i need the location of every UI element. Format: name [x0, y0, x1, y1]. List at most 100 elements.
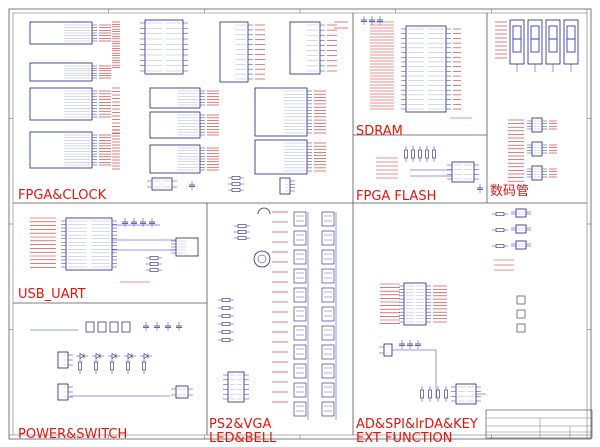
resistor: [231, 176, 241, 180]
resistor: [126, 361, 130, 371]
resistor: [428, 389, 432, 399]
segment: [566, 38, 576, 53]
clock-oscillator: [151, 177, 173, 191]
segment-driver: [531, 141, 543, 157]
resistor: [231, 182, 241, 186]
section-label-sdram: SDRAM: [356, 124, 403, 139]
resistor: [149, 268, 159, 272]
resistor: [221, 298, 231, 302]
segment: [566, 25, 576, 40]
segment-driver: [531, 117, 543, 133]
fpga-bank-2: [29, 87, 93, 121]
push-key: [515, 240, 527, 250]
segment: [512, 25, 522, 40]
led-array: [321, 344, 335, 360]
led-array: [293, 382, 307, 398]
push-key: [515, 224, 527, 234]
resistor: [237, 230, 247, 234]
reset-button: [383, 343, 393, 357]
regulator: [121, 321, 131, 333]
border-outer: [8, 8, 592, 440]
led-array: [321, 230, 335, 246]
title-block-border: [485, 409, 593, 439]
resistor: [237, 236, 247, 240]
section-label-ad-spi-irda-key: AD&SPI&IrDA&KEY: [356, 417, 478, 432]
resistor: [495, 228, 505, 232]
resistor: [221, 338, 231, 342]
power-jack: [57, 351, 69, 369]
resistor: [149, 262, 159, 266]
vga-connector: [227, 371, 245, 403]
sheet-frame: [8, 8, 592, 440]
ps2-vga-led-bell-schematic: [218, 207, 337, 420]
section-label-fpga-flash: FPGA FLASH: [356, 189, 437, 204]
resistor: [221, 306, 231, 310]
led-array: [293, 211, 307, 227]
push-key: [515, 208, 527, 218]
sdram-chip: [405, 25, 447, 113]
led-array: [293, 287, 307, 303]
fpga-bank-5: [149, 87, 201, 109]
led-array: [293, 325, 307, 341]
seven-segment-digit: [509, 19, 525, 65]
seven-segment-digit: [563, 19, 579, 65]
resistor: [221, 330, 231, 334]
fpga-bank-3: [29, 131, 93, 169]
regulator: [97, 321, 107, 333]
power-switch: [57, 383, 69, 401]
segment: [530, 38, 540, 53]
config-header: [279, 177, 291, 195]
segment: [512, 38, 522, 53]
flash-chip: [451, 161, 475, 183]
buzzer: [257, 207, 271, 215]
fpga-bank-1: [29, 62, 93, 82]
header: [516, 323, 526, 333]
resistor: [425, 149, 429, 159]
section-label-usb-uart: USB_UART: [18, 287, 86, 302]
resistor: [237, 224, 247, 228]
power-led: [143, 352, 149, 360]
segment: [530, 25, 540, 40]
seven-segment-digit: [527, 19, 543, 65]
segment-driver: [531, 165, 543, 181]
led-array: [321, 325, 335, 341]
led-array: [321, 401, 335, 417]
led-array: [293, 401, 307, 417]
ad-spi-irda-key-schematic: [379, 208, 531, 405]
led-array: [293, 268, 307, 284]
power-led: [127, 352, 133, 360]
fpga-bank-11: [254, 139, 308, 175]
power-led: [111, 352, 117, 360]
resistor: [411, 149, 415, 159]
resistor: [432, 149, 436, 159]
fuse: [175, 385, 189, 399]
led-array: [321, 211, 335, 227]
section-dividers: [13, 13, 587, 435]
fpga-bank-8: [219, 21, 249, 83]
regulator: [85, 321, 95, 333]
sdram-schematic: [361, 16, 472, 119]
resistor: [94, 361, 98, 371]
resistor: [495, 212, 505, 216]
led-array: [293, 249, 307, 265]
seven-segment-schematic: [495, 19, 579, 182]
ps2-connector: [257, 254, 267, 264]
header: [516, 295, 526, 305]
led-array: [321, 363, 335, 379]
resistor: [444, 389, 448, 399]
fpga-bank-9: [289, 21, 321, 75]
fpga-bank-10: [254, 87, 308, 137]
regulator: [109, 321, 119, 333]
power-switch-schematic: [30, 321, 193, 401]
resistor: [149, 256, 159, 260]
resistor: [420, 389, 424, 399]
border-inner: [12, 12, 588, 436]
section-label-ps2-vga: PS2&VGA: [209, 417, 272, 432]
section-label-power-switch: POWER&SWITCH: [18, 427, 128, 442]
fpga-bank-4: [144, 19, 184, 75]
led-array: [321, 382, 335, 398]
led-array: [321, 306, 335, 322]
led-array: [293, 363, 307, 379]
power-led: [95, 352, 101, 360]
